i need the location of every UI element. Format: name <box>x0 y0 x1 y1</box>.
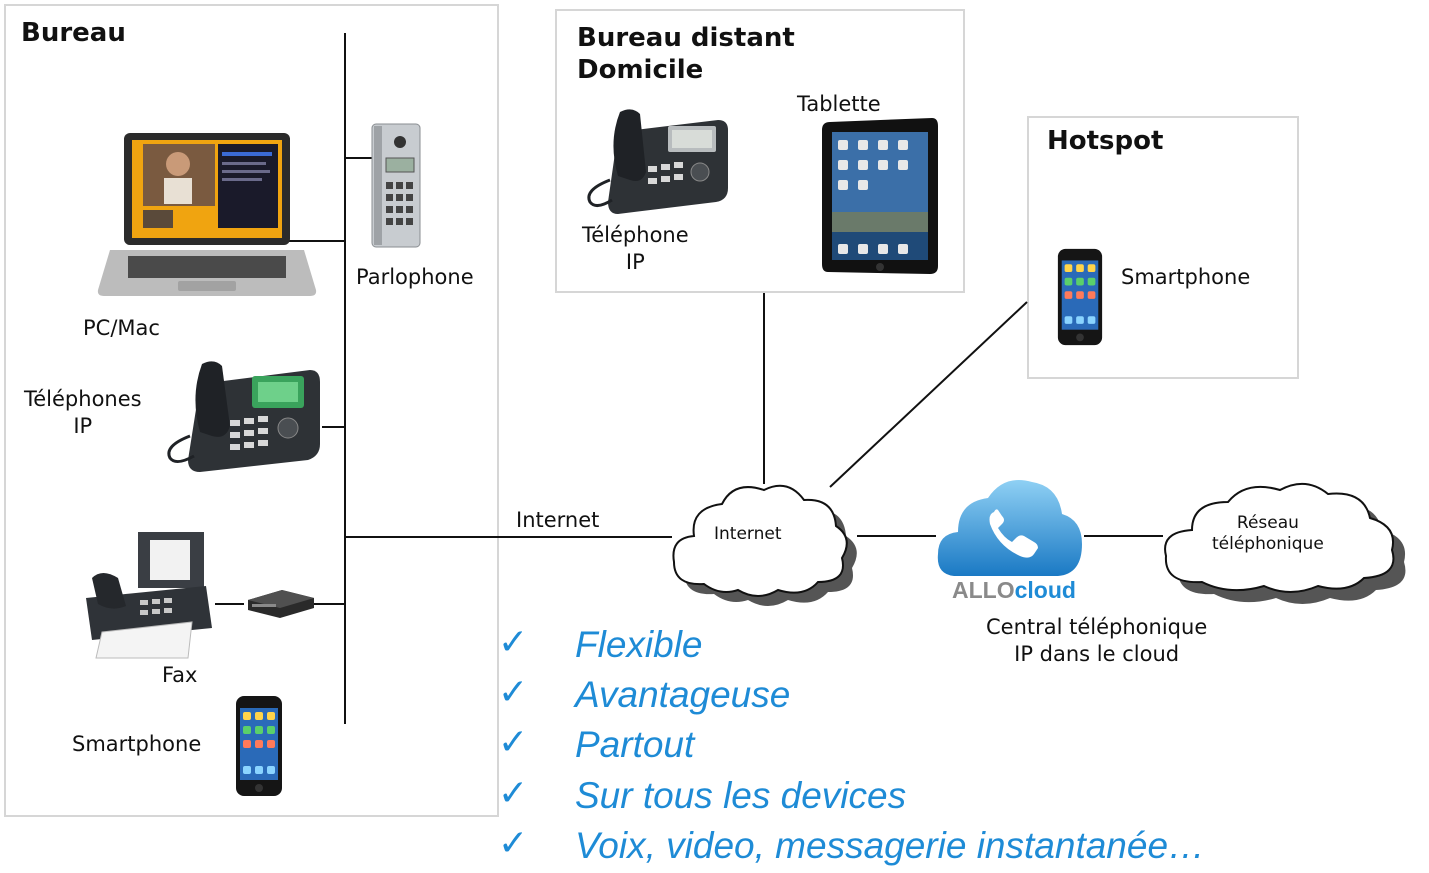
pbx-label: Central téléphonique IP dans le cloud <box>986 615 1208 666</box>
checkmark-icon: ✓ <box>498 823 529 864</box>
hotspot-title: Hotspot <box>1047 126 1164 156</box>
checkmark-icon: ✓ <box>498 622 529 663</box>
allocloud-logo-icon <box>937 480 1082 576</box>
intercom-icon <box>371 123 421 248</box>
fax-icon <box>86 532 212 659</box>
remote-phone-label: Téléphone IP <box>582 223 689 274</box>
benefit-text: Sur tous les devices <box>575 775 907 816</box>
hotspot-smartphone-icon <box>1057 248 1103 346</box>
hotspot-smartphone-label: Smartphone <box>1121 265 1251 289</box>
hotspot-internet-link <box>829 301 1028 488</box>
laptop-icon <box>97 133 317 296</box>
checkmark-icon: ✓ <box>498 672 529 713</box>
fax-label: Fax <box>162 663 198 687</box>
tablet-label: Tablette <box>797 92 881 116</box>
benefit-text: Partout <box>575 724 695 765</box>
remote-title: Bureau distant Domicile <box>577 23 795 85</box>
remote-ip-phone-icon <box>587 109 728 214</box>
internet-cloud-icon <box>672 484 857 606</box>
analog-adapter-icon <box>248 590 314 618</box>
benefit-text: Voix, video, messagerie instantanée… <box>575 825 1206 866</box>
office-ip-phone-icon <box>167 361 320 472</box>
allocloud-logo: ALLOcloud <box>952 577 1076 604</box>
logo-cloud: cloud <box>1014 577 1076 603</box>
internet-cloud-label: Internet <box>714 524 782 544</box>
benefit-text: Flexible <box>575 624 703 665</box>
benefit-text: Avantageuse <box>575 674 791 715</box>
internet-link-label: Internet <box>516 508 600 532</box>
phone-network-label: Réseau téléphonique <box>1212 513 1324 554</box>
checkmark-icon: ✓ <box>498 722 529 763</box>
intercom-label: Parlophone <box>356 265 474 289</box>
tablet-icon <box>822 118 938 274</box>
office-smartphone-label: Smartphone <box>72 732 202 756</box>
office-title: Bureau <box>21 18 126 48</box>
office-phones-label: Téléphones IP <box>24 387 142 438</box>
pc-label: PC/Mac <box>83 316 160 340</box>
checkmark-icon: ✓ <box>498 773 529 814</box>
logo-allo: ALLO <box>952 577 1015 603</box>
phone-network-cloud-icon <box>1164 483 1406 604</box>
office-smartphone-icon <box>236 696 282 796</box>
